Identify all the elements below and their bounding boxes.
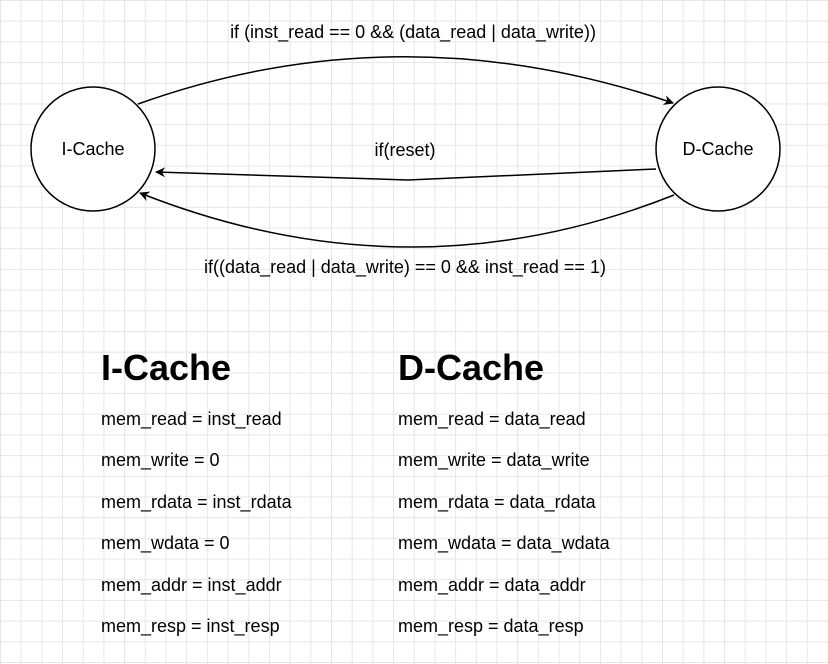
state-node-dcache: D-Cache [655, 86, 781, 212]
assignment-line: mem_addr = inst_addr [101, 574, 282, 595]
icache-title: I-Cache [101, 347, 232, 388]
dcache-assignment-list: mem_read = data_read mem_write = data_wr… [398, 409, 610, 657]
assignment-line: mem_read = inst_read [101, 409, 282, 429]
state-circle-icache [30, 86, 156, 212]
assignment-line: mem_resp = data_resp [398, 615, 584, 636]
assignment-line: mem_rdata = data_rdata [398, 491, 596, 512]
state-label-dcache: D-Cache [682, 139, 753, 159]
dcache-title: D-Cache [398, 347, 545, 388]
transition-arrow-dcache-to-icache [139, 191, 675, 248]
transition-label-reset: if(reset) [374, 140, 435, 160]
assignment-line: mem_wdata = data_wdata [398, 533, 610, 554]
assignment-line: mem_wdata = 0 [101, 533, 230, 554]
state-label-icache: I-Cache [61, 139, 124, 159]
assignment-line: mem_read = data_read [398, 409, 586, 429]
assignment-line: mem_rdata = inst_rdata [101, 491, 292, 512]
transition-label-dcache-to-icache: if((data_read | data_write) == 0 && inst… [204, 257, 606, 278]
state-circle-dcache [655, 86, 781, 212]
dcache-assignments: D-Cache mem_read = data_read mem_write =… [398, 340, 610, 657]
assignment-line: mem_resp = inst_resp [101, 615, 280, 636]
transition-arrow-icache-to-dcache [137, 56, 674, 105]
transition-label-icache-to-dcache: if (inst_read == 0 && (data_read | data_… [230, 22, 596, 43]
icache-assignment-list: mem_read = inst_read mem_write = 0 mem_r… [101, 409, 292, 657]
assignment-line: mem_addr = data_addr [398, 574, 586, 595]
assignment-line: mem_write = 0 [101, 450, 220, 471]
state-node-icache: I-Cache [30, 86, 156, 212]
icache-assignments: I-Cache mem_read = inst_read mem_write =… [101, 340, 292, 657]
assignment-line: mem_write = data_write [398, 450, 590, 471]
transition-arrow-reset [155, 167, 657, 181]
